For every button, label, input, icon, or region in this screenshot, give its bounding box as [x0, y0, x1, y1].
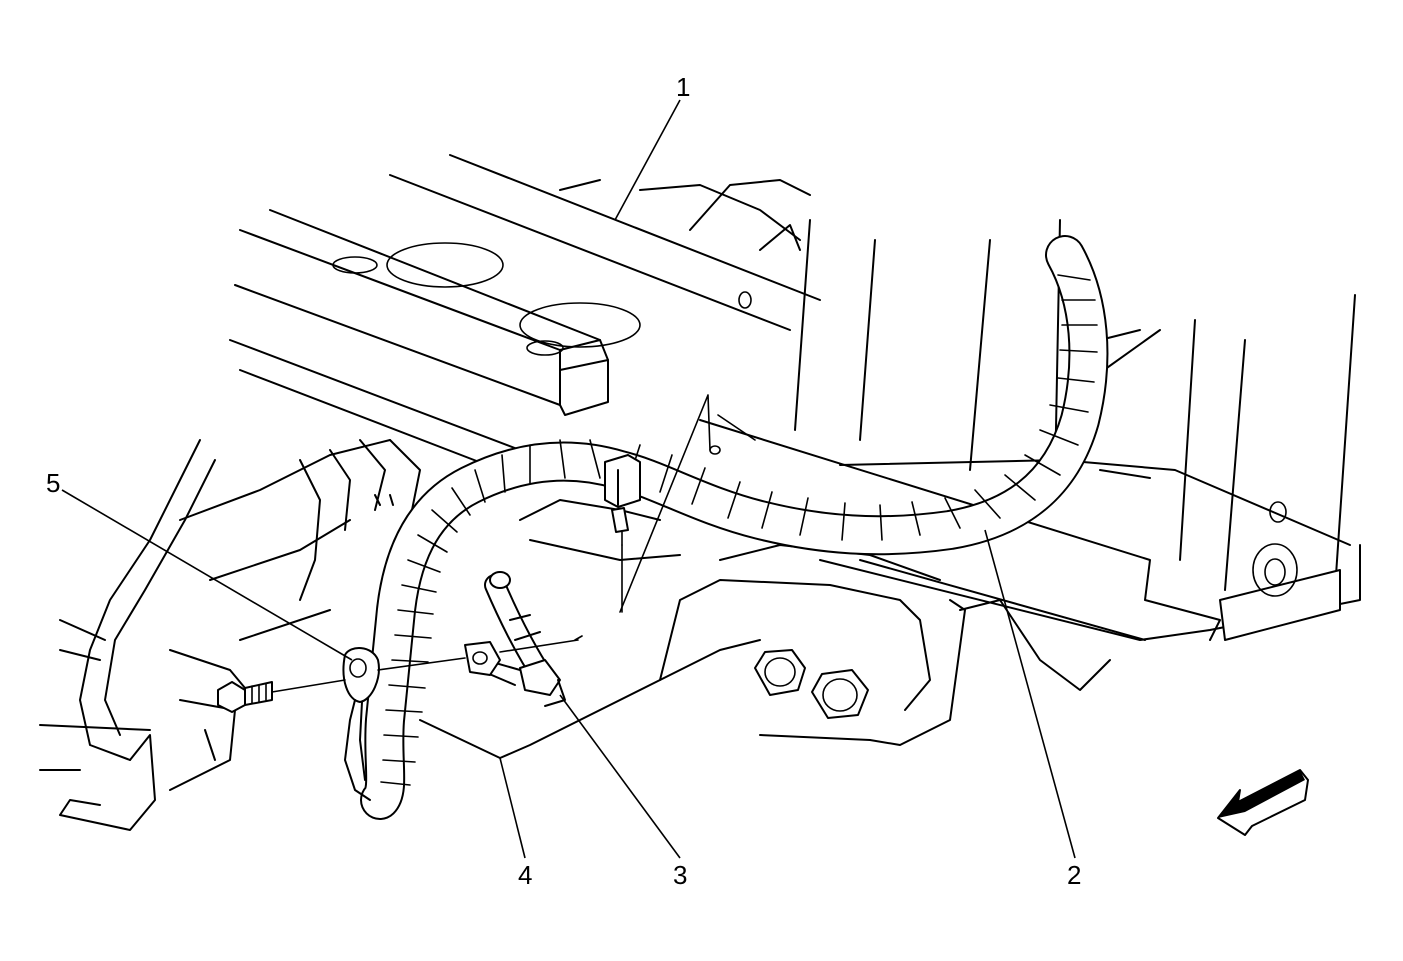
hex-nut-lower — [811, 669, 869, 719]
ground-bolt — [217, 681, 273, 713]
callout-1: 1 — [676, 72, 690, 102]
callout-leaders — [61, 99, 1076, 859]
mount-bracket — [419, 499, 1111, 759]
callout-2: 2 — [1067, 860, 1081, 890]
callout-4: 4 — [518, 860, 532, 890]
lower-channel — [699, 419, 1361, 641]
wiring-harness — [360, 235, 1109, 820]
frame-rail — [229, 154, 821, 471]
callout-3: 3 — [673, 860, 687, 890]
harness-clip — [604, 454, 641, 546]
callout-5: 5 — [46, 468, 60, 498]
assembly-lines — [271, 394, 756, 693]
ring-terminal-center — [464, 641, 501, 676]
ground-strap — [479, 571, 566, 707]
hex-nut-upper — [754, 649, 806, 696]
left-frame — [39, 439, 421, 831]
front-arrow-icon — [1217, 769, 1309, 836]
ring-terminal-left — [342, 647, 380, 801]
